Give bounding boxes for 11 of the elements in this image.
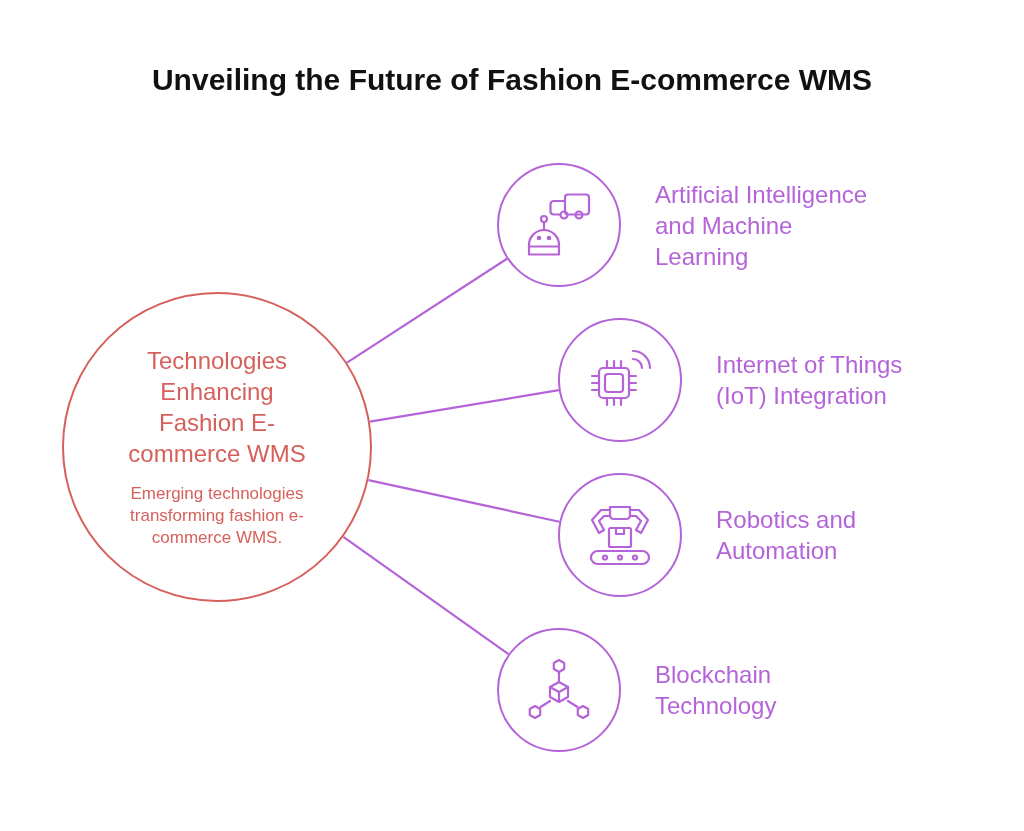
topic-description: Emerging technologies transforming fashion e-commerce WMS. [129,483,305,549]
technology-label: Internet of Things (IoT) Integration [716,350,904,411]
connector-line [368,479,560,523]
connector-line [369,389,560,423]
diagram-title: Unveiling the Future of Fashion E-commerce WMS [150,62,874,98]
technology-label: Blockchain Technology [655,660,778,721]
technology-label: Robotics and Automation [716,505,858,566]
topic-heading: Technologies Enhancing Fashion E-commerce WMS [127,346,307,469]
connector-line [342,535,510,655]
connector-line [346,257,508,364]
technology-label: Artificial Intelligence and Machine Learning [655,179,869,272]
